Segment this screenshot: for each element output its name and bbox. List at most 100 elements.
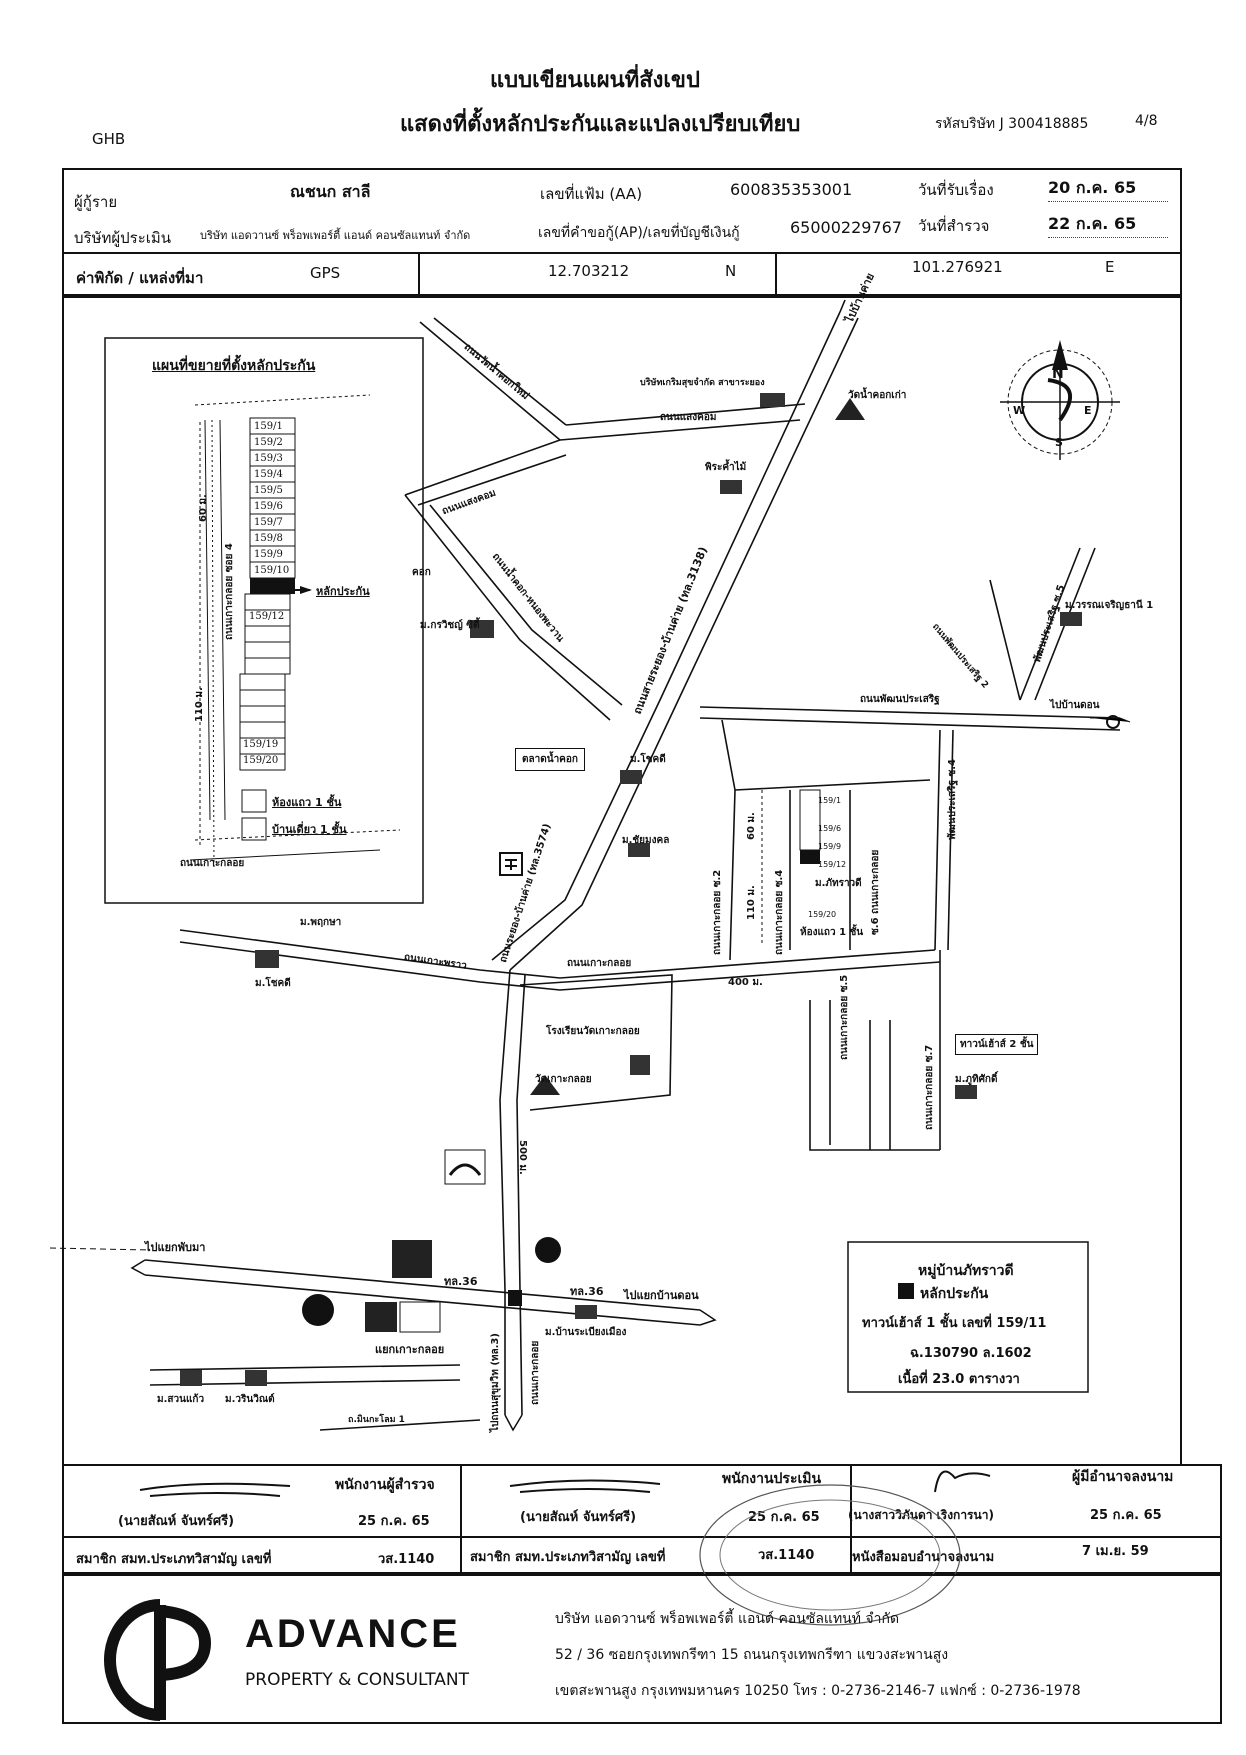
label-townhouse-2: ทาวน์เฮ้าส์ 2 ชั้น xyxy=(955,1034,1039,1055)
label-to-ban-khon-jct: ไปแยกบ้านดอน xyxy=(624,1289,699,1302)
label-m-wanna: ม.วรินวิณต์ xyxy=(225,1394,275,1405)
page-title-line2: แสดงที่ตั้งหลักประกันและแปลงเปรียบเทียบ xyxy=(400,112,801,137)
label-market: ตลาดน้ำคอก xyxy=(515,748,585,771)
label-m-ban-pracha: ม.บ้านระเบียงเมือง xyxy=(545,1327,627,1338)
label-townhouse-1: ห้องแถว 1 ชั้น xyxy=(800,927,864,938)
appraiser-company: บริษัท แอดวานซ์ พร็อพเพอร์ตี้ แอนด์ คอนซ… xyxy=(200,229,471,242)
borrower-name: ณชนก สาลี xyxy=(290,182,371,201)
brand-subtitle: PROPERTY & CONSULTANT xyxy=(245,1670,469,1690)
label-lot-12: 159/12 xyxy=(818,860,847,869)
label-lot-1: 159/1 xyxy=(818,796,842,805)
appraiser-role: พนักงานประเมิน xyxy=(722,1471,822,1487)
inset-lot-12: 159/12 xyxy=(249,611,285,622)
label-rd-kokloi: ถนนเกาะกลอย xyxy=(567,958,632,969)
footer-address1: 52 / 36 ซอยกรุงเทพกรีฑา 15 ถนนกรุงเทพกรี… xyxy=(555,1647,949,1663)
label-rd-saeng-khom: ถนนแสงคอม xyxy=(660,412,717,423)
label-lot-9: 159/9 xyxy=(818,842,842,851)
label-rd-minkalong: ถ.มินกะโลม 1 xyxy=(348,1415,405,1425)
surveyor-member-label: สมาชิก สมท.ประเภทวิสามัญ เลขที่ xyxy=(76,1552,272,1567)
inset-collateral-label: หลักประกัน xyxy=(316,585,370,598)
inset-lot: 159/8 xyxy=(254,533,283,544)
authorized-role: ผู้มีอำนาจลงนาม xyxy=(1072,1469,1174,1485)
org-label: GHB xyxy=(92,130,126,148)
inset-lot: 159/4 xyxy=(254,469,283,480)
received-label: วันที่รับเรื่อง xyxy=(918,181,994,199)
inset-legend-townhouse: ห้องแถว 1 ชั้น xyxy=(272,796,342,809)
request-no: 65000229767 xyxy=(790,218,902,237)
company-logo-icon xyxy=(104,1599,212,1721)
legend-area: เนื้อที่ 23.0 ตารางวา xyxy=(898,1372,1020,1387)
label-d-400: 400 ม. xyxy=(728,977,763,988)
legend-deed: ฉ.130790 ล.1602 xyxy=(910,1346,1032,1361)
inset-lot: 159/7 xyxy=(254,517,283,528)
label-lot-20: 159/20 xyxy=(808,910,837,919)
latitude-dir: N xyxy=(725,262,737,280)
footer-address2: เขตสะพานสูง กรุงเทพมหานคร 10250 โทร : 0-… xyxy=(555,1683,1081,1699)
appraiser-member-label: สมาชิก สมท.ประเภทวิสามัญ เลขที่ xyxy=(470,1550,666,1565)
label-m-chokdee: ม.โชคดี xyxy=(630,754,666,765)
label-to-ban-khon: ไปบ้านดอน xyxy=(1050,700,1100,711)
inset-lot: 159/10 xyxy=(254,565,290,576)
surveyor-date: 25 ก.ค. 65 xyxy=(358,1514,430,1529)
company-code: รหัสบริษัท J 300418885 xyxy=(935,116,1089,132)
inset-road-bottom: ถนนเกาะกลอย xyxy=(180,858,245,869)
file-no-label: เลขที่แฟ้ม (AA) xyxy=(540,185,643,203)
appraiser-company-label: บริษัทผู้ประเมิน xyxy=(74,229,172,247)
inset-title: แผนที่ขยายที่ตั้งหลักประกัน xyxy=(152,358,316,374)
label-wat-kokloi: วัดเกาะกลอย xyxy=(535,1074,592,1085)
surveyor-role: พนักงานผู้สำรวจ xyxy=(335,1477,435,1493)
coord-source: GPS xyxy=(310,264,341,282)
inset-lot-19: 159/19 xyxy=(243,739,279,750)
surveyor-member-no: วส.1140 xyxy=(378,1552,435,1567)
footer-company: บริษัท แอดวานซ์ พร็อพเพอร์ตี้ แอนด์ คอนซ… xyxy=(555,1611,900,1627)
label-company-sign: บริษัทเกริมสุขจำกัด สาขาระยอง xyxy=(640,378,765,388)
inset-lot: 159/1 xyxy=(254,421,283,432)
latitude: 12.703212 xyxy=(548,262,630,280)
label-m-chai-mongkol: ม.ชัยมงคล xyxy=(622,835,670,846)
label-m-suan-kaew: ม.สวนแก้ว xyxy=(157,1394,205,1405)
label-to-kaeng-tham: ไปแยกพับมา xyxy=(145,1241,206,1254)
label-wat-nam-khok: วัดน้ำคอกเก่า xyxy=(848,390,907,401)
surveyor-name: (นายสัณห์ จันทร์ศรี) xyxy=(118,1514,235,1529)
label-rt36-a: ทล.36 xyxy=(444,1275,478,1288)
signature-table xyxy=(62,1464,1222,1574)
label-m-phruksa: ม.พฤกษา xyxy=(300,917,342,928)
label-school: โรงเรียนวัดเกาะกลอย xyxy=(546,1026,640,1037)
inset-lot: 159/3 xyxy=(254,453,283,464)
compass-e: E xyxy=(1084,404,1092,417)
longitude-dir: E xyxy=(1105,258,1115,276)
appraiser-name: (นายสัณห์ จันทร์ศรี) xyxy=(520,1510,637,1525)
info-table xyxy=(62,168,1182,296)
borrower-label: ผู้กู้ราย xyxy=(74,193,118,211)
compass-w: W xyxy=(1013,404,1026,417)
inset-lots xyxy=(239,417,296,771)
label-rt36-b: ทล.36 xyxy=(570,1285,604,1298)
legend-village: หมู่บ้านภัทราวดี xyxy=(918,1263,1014,1279)
longitude: 101.276921 xyxy=(912,258,1003,276)
label-kokloi-jct: แยกเกาะกลอย xyxy=(375,1343,445,1356)
footer-box xyxy=(62,1574,1222,1724)
label-m-krawin: ม.กรวิชญ์ ซิตี้ xyxy=(420,620,480,631)
road-rayong-bankhai xyxy=(491,311,841,961)
legend-collateral: หลักประกัน xyxy=(920,1286,989,1302)
authorized-name: (นางสาววิภันดา เริงการนา) xyxy=(848,1508,994,1522)
inset-lot: 159/9 xyxy=(254,549,283,560)
inset-lot: 159/5 xyxy=(254,485,283,496)
page-title-line1: แบบเขียนแผนที่สังเขป xyxy=(490,68,700,93)
label-phra-tamnak: พิระค้ำไม้ xyxy=(705,462,747,473)
label-m-wannacharoen: ม.วรรณเจริญธานี 1 xyxy=(1065,600,1154,611)
request-no-label: เลขที่คำขอกู้(AP)/เลขที่บัญชีเงินกู้ xyxy=(538,225,740,241)
inset-legend-house: บ้านเดี่ยว 1 ชั้น xyxy=(272,823,347,836)
label-m-chokdee2: ม.โชคดี xyxy=(255,978,291,989)
inset-lot-labels: 159/1 159/2 159/3 159/4 159/5 159/6 159/… xyxy=(254,419,289,579)
page-number: 4/8 xyxy=(1135,113,1158,129)
received-date: 20 ก.ค. 65 xyxy=(1048,176,1168,202)
appraiser-member-no: วส.1140 xyxy=(758,1548,815,1563)
poa-label: หนังสือมอบอำนาจลงนาม xyxy=(852,1550,995,1565)
inset-lot: 159/2 xyxy=(254,437,283,448)
inset-lot: 159/6 xyxy=(254,501,283,512)
label-khok: คอก xyxy=(412,567,431,578)
